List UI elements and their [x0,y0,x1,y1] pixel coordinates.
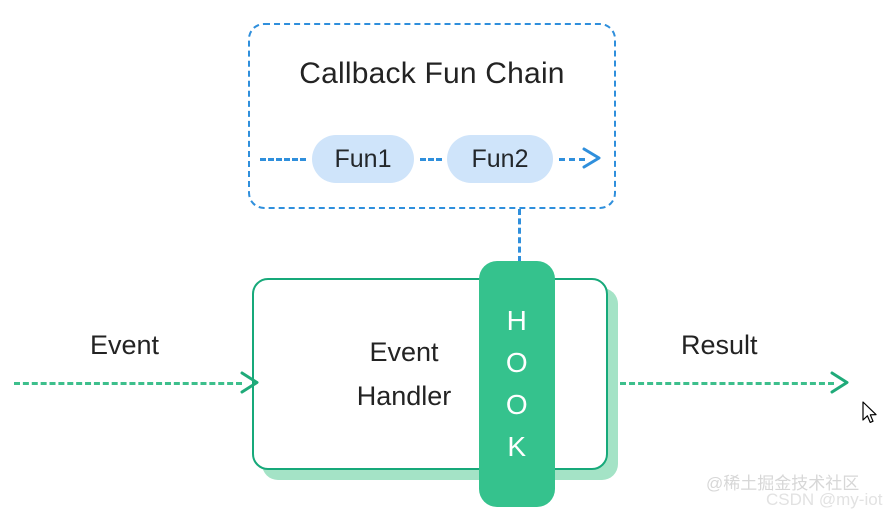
chain-dash-segment-right [559,158,585,161]
callback-chain-row: Fun1 Fun2 [250,135,614,183]
hook-letter-h: H [506,305,528,336]
mouse-pointer-icon [862,401,878,425]
callback-pill-fun2[interactable]: Fun2 [447,135,553,183]
hook-letter-o-1: O [505,347,529,378]
callback-pill-fun2-label: Fun2 [471,144,529,173]
event-flow-line [14,382,242,385]
hook-letter-o-2: O [505,389,529,420]
callback-fun-chain-title: Callback Fun Chain [299,57,565,90]
result-flow-line [620,382,834,385]
callback-pill-fun1[interactable]: Fun1 [312,135,414,183]
event-flow-arrow-icon [239,370,261,395]
dashed-vertical-connector-icon [518,209,521,262]
event-handler-label-line1: Event [369,337,439,367]
chain-dash-segment-middle [420,158,442,161]
chain-dash-segment-left [260,158,306,161]
hook-bar-letters: H O O K [506,300,528,468]
hook-bar[interactable]: H O O K [479,261,555,507]
hook-letter-k: K [507,431,527,462]
callback-fun-chain-box: Callback Fun Chain Fun1 Fun2 [248,23,616,209]
result-flow-label: Result [681,330,758,360]
csdn-watermark: CSDN @my-iot [766,490,883,509]
chevron-right-arrow-icon [581,146,603,170]
event-flow-label: Event [90,330,160,360]
result-flow-arrow-icon [829,370,851,395]
callback-pill-fun1-label: Fun1 [334,144,392,173]
juejin-watermark: @稀土掘金技术社区 [706,474,860,493]
event-handler-label: Event Handler [304,330,504,418]
event-handler-label-line2: Handler [356,381,452,411]
